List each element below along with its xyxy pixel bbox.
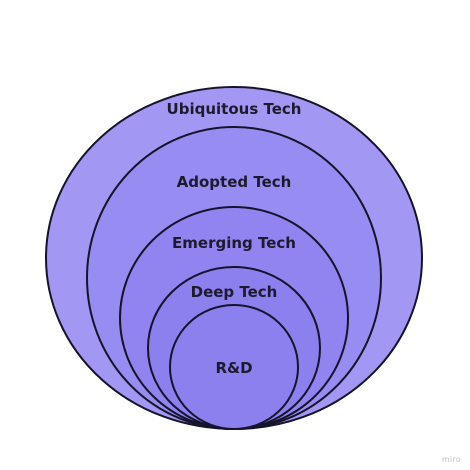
label-emerging-tech: Emerging Tech (172, 234, 296, 252)
miro-watermark: miro (441, 455, 461, 464)
label-adopted-tech: Adopted Tech (177, 173, 292, 191)
layer-rnd: R&D (169, 304, 299, 430)
label-ubiquitous-tech: Ubiquitous Tech (167, 100, 302, 118)
circle-rnd (169, 304, 299, 430)
label-deep-tech: Deep Tech (191, 283, 278, 301)
label-rnd: R&D (215, 359, 252, 377)
